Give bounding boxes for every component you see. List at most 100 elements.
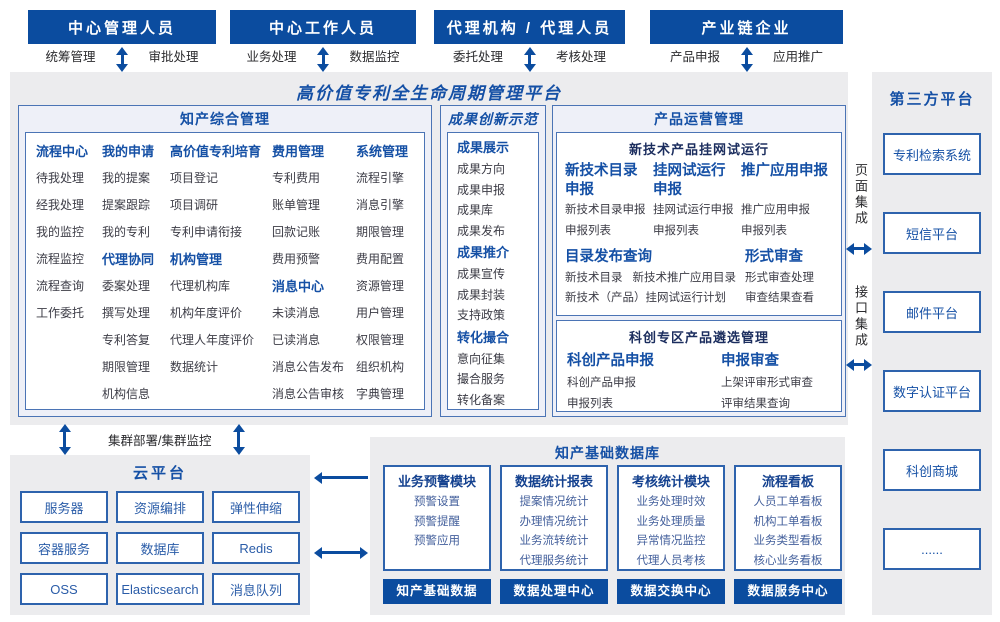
cloud-service-box: 弹性伸缩: [212, 491, 300, 523]
menu-group: 系统管理 流程引擎 消息引擎 期限管理: [356, 138, 414, 408]
menu-item-list: 上架评审形式审查 评审结果查询: [721, 373, 813, 415]
actor-role-right: 审批处理: [148, 50, 199, 64]
menu-item: 业务处理时效: [636, 496, 706, 508]
section-demo-title: 成果创新示范: [448, 111, 538, 127]
arrow-left-icon: [314, 471, 368, 484]
menu-heading: 形式审查: [745, 249, 803, 265]
menu-item: 我的专利: [102, 225, 151, 239]
menu-heading: 挂网试运行申报: [653, 163, 726, 198]
double-arrow-vertical-icon: [316, 47, 330, 72]
menu-item: 新技术推广应用目录: [632, 272, 737, 284]
menu-heading: 高价值专利培育: [170, 144, 262, 159]
menu-item: 成果库: [457, 203, 494, 217]
menu-item-list: 提案情况统计 办理情况统计 业务流转统计 代理服务统计: [502, 493, 606, 571]
db-center-badge: 数据处理中心: [500, 579, 608, 604]
db-column: 流程看板 人员工单看板 机构工单看板 业务类型看板 核心业务看板: [734, 465, 842, 604]
menu-heading: 流程中心: [36, 144, 89, 159]
section-ip-management: 知产综合管理 流程中心: [18, 105, 432, 417]
menu-group-list: 高价值专利培育 项目登记 项目调研 专利申请衔接: [170, 138, 272, 381]
menu-item: 业务流转统计: [519, 535, 589, 547]
menu-item: 申报列表: [741, 225, 787, 237]
menu-item-list: 成果宣传 成果封装 支持政策: [457, 264, 529, 326]
menu-item: 预警应用: [414, 535, 460, 547]
menu-item-list: 成果方向 成果申报 成果库 成果发布: [457, 159, 529, 241]
menu-item: 转化备案: [457, 392, 506, 407]
menu-item: 业务处理质量: [636, 515, 706, 528]
menu-group-list: 我的申请 我的提案 提案跟踪 我的专利: [102, 138, 170, 408]
double-arrow-horizontal-icon: [314, 546, 368, 559]
actor-title-bar: 中心工作人员: [230, 10, 416, 44]
actor-title-bar: 产业链企业: [650, 10, 843, 44]
db-module-box: 考核统计模块 业务处理时效 业务处理质量 异常情况监控 代理人员考核: [617, 465, 725, 571]
db-center-badge: 数据交换中心: [617, 579, 725, 604]
menu-item-list: 未读消息 已读消息 消息公告发布 消息公告审核: [272, 300, 356, 408]
menu-heading: 我的申请: [102, 144, 155, 159]
double-arrow-horizontal-icon: [846, 242, 872, 255]
menu-item-list: 预警设置 预警提醒 预警应用: [385, 493, 489, 552]
menu-item: 核心业务看板: [753, 554, 823, 567]
demo-menu-box: 成果展示 成果方向 成果申报 成果库 成果发布: [447, 132, 539, 410]
third-party-boxes: 专利检索系统 短信平台 邮件平台 数字认证平台 科创商城 ......: [872, 133, 992, 570]
menu-group: 成果展示 成果方向 成果申报 成果库 成果发布: [457, 136, 529, 241]
menu-heading: 流程看板: [761, 474, 814, 489]
formal-review-group: 形式审查 形式审查处理 审查结果查看: [745, 246, 833, 308]
actor-title-bar: 代理机构 / 代理人员: [434, 10, 625, 44]
double-arrow-vertical-icon: [115, 47, 129, 72]
menu-column: 费用管理 专利费用 账单管理 回款记账: [272, 138, 356, 409]
pm-selection-title: 科创专区产品遴选管理: [628, 330, 769, 345]
menu-heading: 成果展示: [457, 140, 510, 155]
menu-column: 流程中心 待我处理 经我处理 我的监控: [36, 138, 102, 409]
menu-item: 项目调研: [170, 198, 219, 212]
menu-column: 申报审查 上架评审形式审查 评审结果查询: [721, 349, 813, 415]
menu-heading: 考核统计模块: [631, 474, 710, 489]
db-module-box: 数据统计报表 提案情况统计 办理情况统计 业务流转统计 代理服务统计: [500, 465, 608, 571]
page-integration-label: 页面集成: [853, 163, 868, 227]
menu-item: 数据统计: [170, 360, 219, 374]
menu-item-list: 项目登记 项目调研 专利申请衔接: [170, 165, 272, 246]
menu-group: 机构管理 代理机构库 机构年度评价 代理人年度评价: [170, 246, 272, 381]
menu-item: 代理人年度评价: [170, 333, 255, 347]
actor-role-right: 应用推广: [773, 50, 824, 64]
cloud-service-box: Elasticsearch: [116, 573, 204, 605]
cloud-title: 云平台: [132, 465, 187, 482]
actor-role-right: 数据监控: [349, 50, 400, 64]
menu-item: 异常情况监控: [636, 535, 706, 547]
db-module-box: 业务预警模块 预警设置 预警提醒 预警应用: [383, 465, 491, 571]
platform-title: 高价值专利全生命周期管理平台: [296, 84, 562, 103]
menu-item-list: 人员工单看板 机构工单看板 业务类型看板 核心业务看板: [736, 493, 840, 571]
third-party-box: 数字认证平台: [883, 370, 981, 412]
third-party-box: 科创商城: [883, 449, 981, 491]
menu-item: 成果宣传: [457, 267, 506, 281]
menu-heading: 数据统计报表: [514, 474, 593, 489]
db-columns: 业务预警模块 预警设置 预警提醒 预警应用 知产基础数据: [383, 465, 842, 604]
menu-item: 费用预警: [272, 252, 321, 266]
menu-heading: 系统管理: [356, 144, 409, 159]
section-product-operation: 产品运营管理 新技术产品挂网试运行 新技术目录申报 新技术目录申报: [552, 105, 846, 417]
menu-heading: 申报审查: [721, 353, 779, 369]
menu-heading: 机构管理: [170, 252, 223, 267]
menu-group: 流程中心 待我处理 经我处理 我的监控: [36, 138, 102, 327]
menu-heading: 推广应用申报: [741, 163, 828, 179]
menu-item-list: 科创产品申报 申报列表: [567, 373, 687, 415]
menu-item: 人员工单看板: [753, 496, 823, 508]
menu-group: 代理协同 委案处理 撰写处理 专利答复: [102, 246, 170, 408]
pm-trial-run-box: 新技术产品挂网试运行 新技术目录申报 新技术目录申报 申报列表: [556, 132, 842, 316]
section-pm-title: 产品运营管理: [654, 111, 744, 127]
cloud-platform: 云平台 服务器 资源编排 弹性伸缩 容器服务 数据库 Redis OSS Ela…: [10, 455, 310, 615]
menu-heading: 转化撮合: [457, 329, 510, 345]
db-column: 业务预警模块 预警设置 预警提醒 预警应用 知产基础数据: [383, 465, 491, 604]
menu-group: 成果推介 成果宣传 成果封装 支持政策: [457, 241, 529, 326]
menu-item-list: 代理机构库 机构年度评价 代理人年度评价 数据统计: [170, 273, 272, 381]
menu-item-list: 业务处理时效 业务处理质量 异常情况监控 代理人员考核: [619, 493, 723, 571]
menu-heading: 代理协同: [102, 252, 155, 267]
menu-item: 预警提醒: [414, 515, 460, 528]
menu-item: 回款记账: [272, 225, 321, 239]
cloud-service-box: OSS: [20, 573, 108, 605]
menu-item: 成果申报: [457, 182, 506, 197]
menu-item-list: 流程引擎 消息引擎 期限管理 费用配置 资源管理: [356, 165, 414, 408]
db-column: 考核统计模块 业务处理时效 业务处理质量 异常情况监控 代理人员考核: [617, 465, 725, 604]
menu-item: 机构年度评价: [170, 306, 243, 320]
menu-column: 挂网试运行申报 挂网试运行申报 申报列表: [653, 162, 739, 242]
menu-item-list: 意向征集 撮合服务 转化备案: [457, 349, 529, 411]
menu-item: 代理服务统计: [519, 554, 589, 567]
